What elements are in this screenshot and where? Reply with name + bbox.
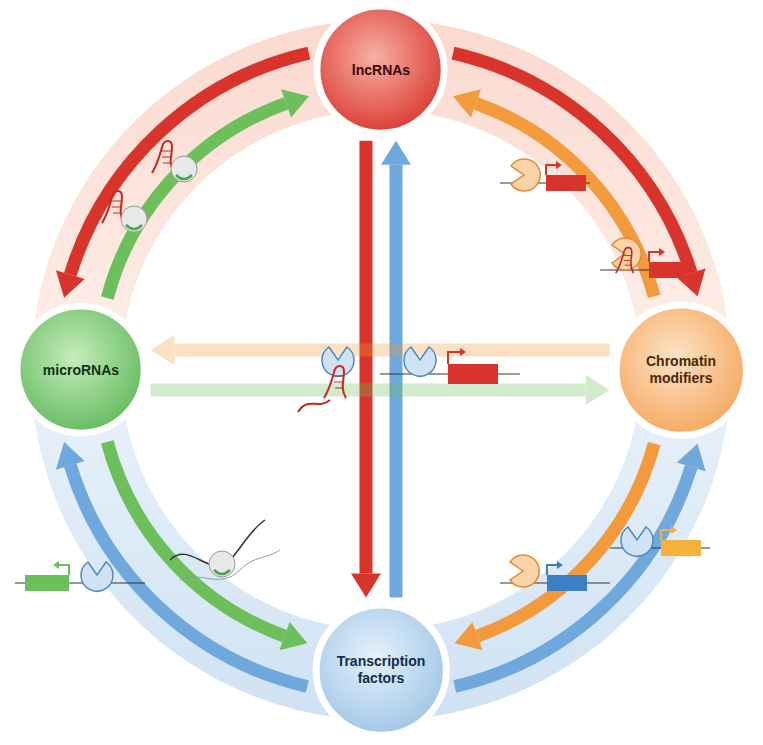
regulation-arrow (453, 89, 654, 296)
arrow-shaft (476, 103, 654, 296)
arrow-head (453, 89, 481, 117)
arrow-head (281, 89, 309, 117)
tf-gene (500, 555, 610, 591)
regulation-arrow (455, 444, 655, 651)
node-label: microRNAs (19, 362, 143, 379)
regulation-arrow (351, 141, 381, 598)
arrow-shaft (453, 53, 691, 273)
arrow-head (351, 573, 381, 597)
node-label: Chromatin modifiers (619, 353, 743, 387)
lncrna-sponge (102, 191, 147, 232)
arrow-head (381, 141, 411, 165)
arrow-head (279, 622, 307, 650)
mirna-gene (15, 561, 145, 591)
regulation-arrow (453, 53, 705, 296)
arrow-shaft (477, 444, 654, 636)
arrow-head (677, 444, 706, 472)
arrow-shaft (107, 442, 284, 636)
node-label: Transcription factors (319, 653, 443, 687)
lncrna-circle: lncRNAs (313, 2, 448, 137)
regulation-arrow (151, 375, 610, 405)
arrow-shaft (359, 141, 372, 574)
microrna-circle: microRNAs (13, 302, 148, 437)
arrow-head (56, 270, 85, 298)
mirna-target (170, 520, 280, 580)
arrow-head (586, 375, 610, 405)
arrow-head (56, 442, 85, 470)
transcription-factor-circle: Transcription factors (312, 601, 450, 739)
arrow-shaft (70, 53, 309, 275)
center-gene (380, 347, 520, 384)
center-complex (298, 347, 354, 412)
regulation-arrow (107, 89, 309, 298)
arrow-shaft (455, 467, 691, 687)
arrow-shaft (175, 343, 610, 356)
chromatin-modifier-circle: Chromatin modifiers (612, 301, 750, 439)
node-label: lncRNAs (319, 62, 443, 79)
arrow-shaft (107, 103, 286, 298)
gene-guide (600, 238, 685, 278)
arrow-shaft (389, 165, 402, 598)
regulation-arrow (151, 335, 610, 365)
chromatin-gene (610, 526, 710, 556)
regulation-arrow (56, 442, 307, 686)
regulation-arrow (56, 53, 309, 298)
arrow-head (455, 622, 483, 650)
regulation-arrow (107, 442, 307, 650)
arrow-shaft (151, 383, 586, 396)
lncrna-sponge (152, 141, 197, 182)
gene-recruitment (500, 159, 590, 191)
arrow-head (151, 335, 175, 365)
regulation-arrow (455, 444, 706, 687)
